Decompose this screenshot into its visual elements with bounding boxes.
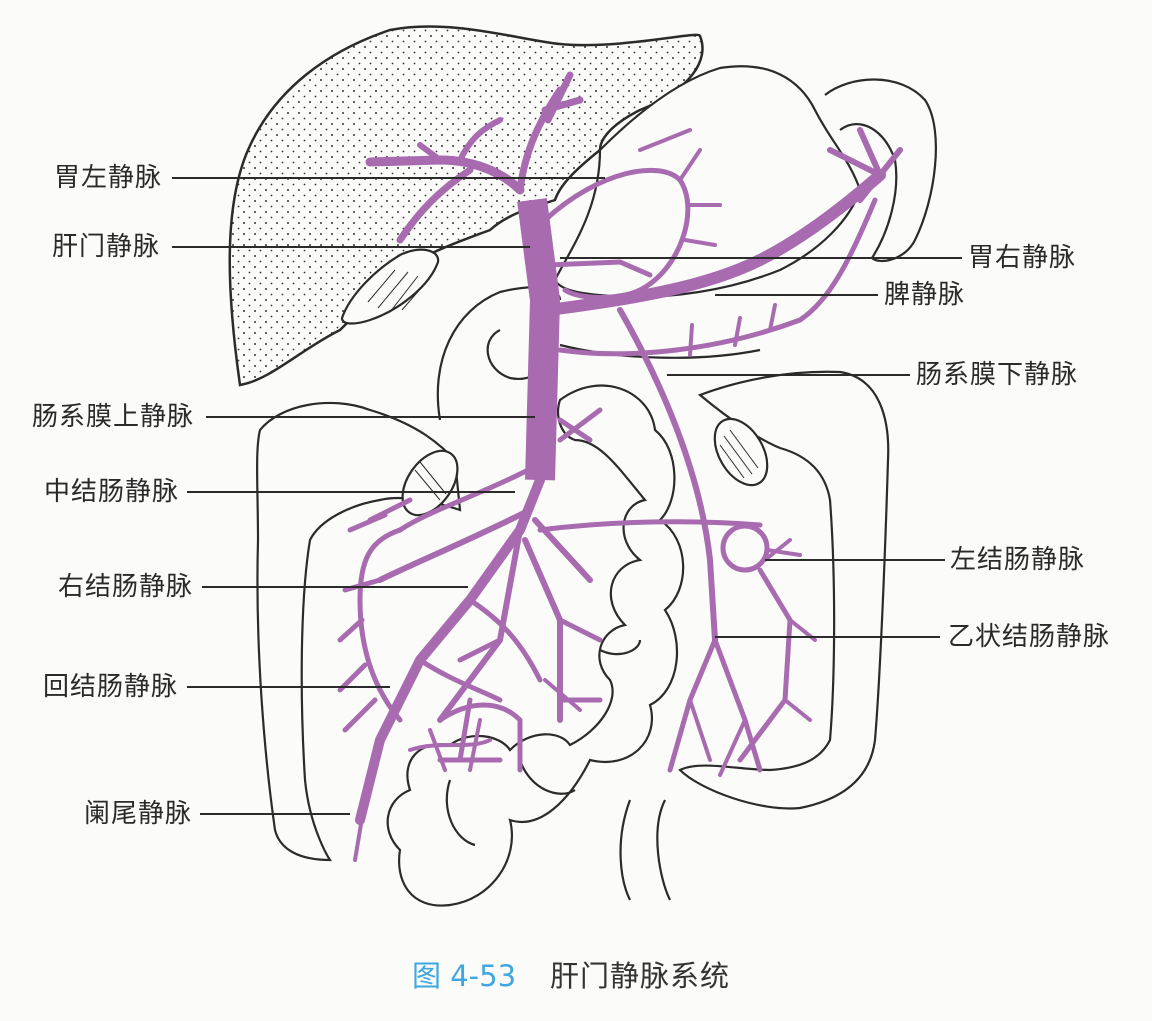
large-intestine xyxy=(256,370,890,901)
figure-caption: 图 4-53 肝门静脉系统 xyxy=(412,958,730,994)
label-inferior-mesenteric-vein: 肠系膜下静脉 xyxy=(916,360,1079,390)
label-right-gastric-vein: 胃右静脉 xyxy=(968,243,1077,273)
label-hepatic-portal-vein: 肝门静脉 xyxy=(52,232,161,262)
small-intestine xyxy=(386,384,685,907)
label-sigmoid-vein: 乙状结肠静脉 xyxy=(948,622,1111,652)
figure-title: 肝门静脉系统 xyxy=(550,959,731,993)
label-superior-mesenteric-vein: 肠系膜上静脉 xyxy=(32,402,195,432)
label-appendicular-vein: 阑尾静脉 xyxy=(84,799,193,829)
label-splenic-vein: 脾静脉 xyxy=(884,280,966,310)
label-left-colic-vein: 左结肠静脉 xyxy=(950,545,1086,575)
leader-lines xyxy=(172,177,962,815)
label-ileocolic-vein: 回结肠静脉 xyxy=(43,672,179,702)
label-left-gastric-vein: 胃左静脉 xyxy=(54,163,163,193)
label-middle-colic-vein: 中结肠静脉 xyxy=(44,477,180,507)
portal-vein-system xyxy=(337,71,903,862)
figure-number: 图 4-53 xyxy=(412,959,517,993)
label-right-colic-vein: 右结肠静脉 xyxy=(58,572,194,602)
